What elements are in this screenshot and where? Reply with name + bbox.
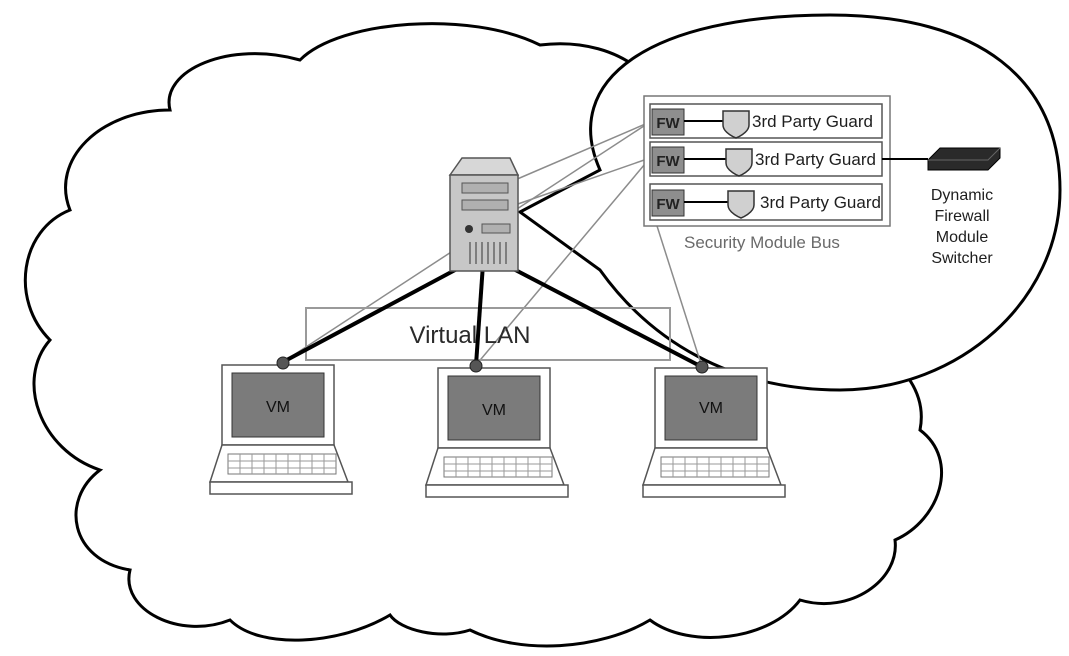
firewall-label: FW [656,153,680,170]
network-port [469,359,483,373]
vlan-box [305,307,671,361]
shield-icon [725,148,753,177]
vlan-label: Virtual LAN [410,322,531,349]
vm-label: VM [266,399,290,416]
firewall-icon [651,108,685,136]
vm-label: VM [699,400,723,417]
guard-label: 3rd Party Guard [752,112,873,131]
switcher-label: Dynamic Firewall Module Switcher [931,187,993,267]
vm-laptop: VM [208,356,353,495]
firewall-icon [651,189,685,217]
server-vm-links [282,260,703,369]
guard-label: 3rd Party Guard [760,193,881,212]
shield-icon [722,110,750,139]
shield-icon [727,190,755,219]
svg-text:Module: Module [936,229,989,246]
network-port [695,360,709,374]
switcher-device-icon [927,147,1001,171]
vm-laptop: VM [641,360,786,498]
firewall-label: FW [656,115,680,132]
module-row: FW 3rd Party Guard [649,183,883,221]
network-port [276,356,290,370]
bus-label: Security Module Bus [684,233,840,252]
server-icon [448,157,520,272]
guard-label: 3rd Party Guard [755,150,876,169]
svg-text:Switcher: Switcher [931,250,993,267]
firewall-label: FW [656,196,680,213]
svg-text:Dynamic: Dynamic [931,187,993,204]
module-row: FW 3rd Party Guard [649,103,883,139]
svg-text:Firewall: Firewall [934,208,989,225]
vm-laptop: VM [424,359,569,498]
module-row: FW 3rd Party Guard [649,141,883,177]
vm-label: VM [482,402,506,419]
